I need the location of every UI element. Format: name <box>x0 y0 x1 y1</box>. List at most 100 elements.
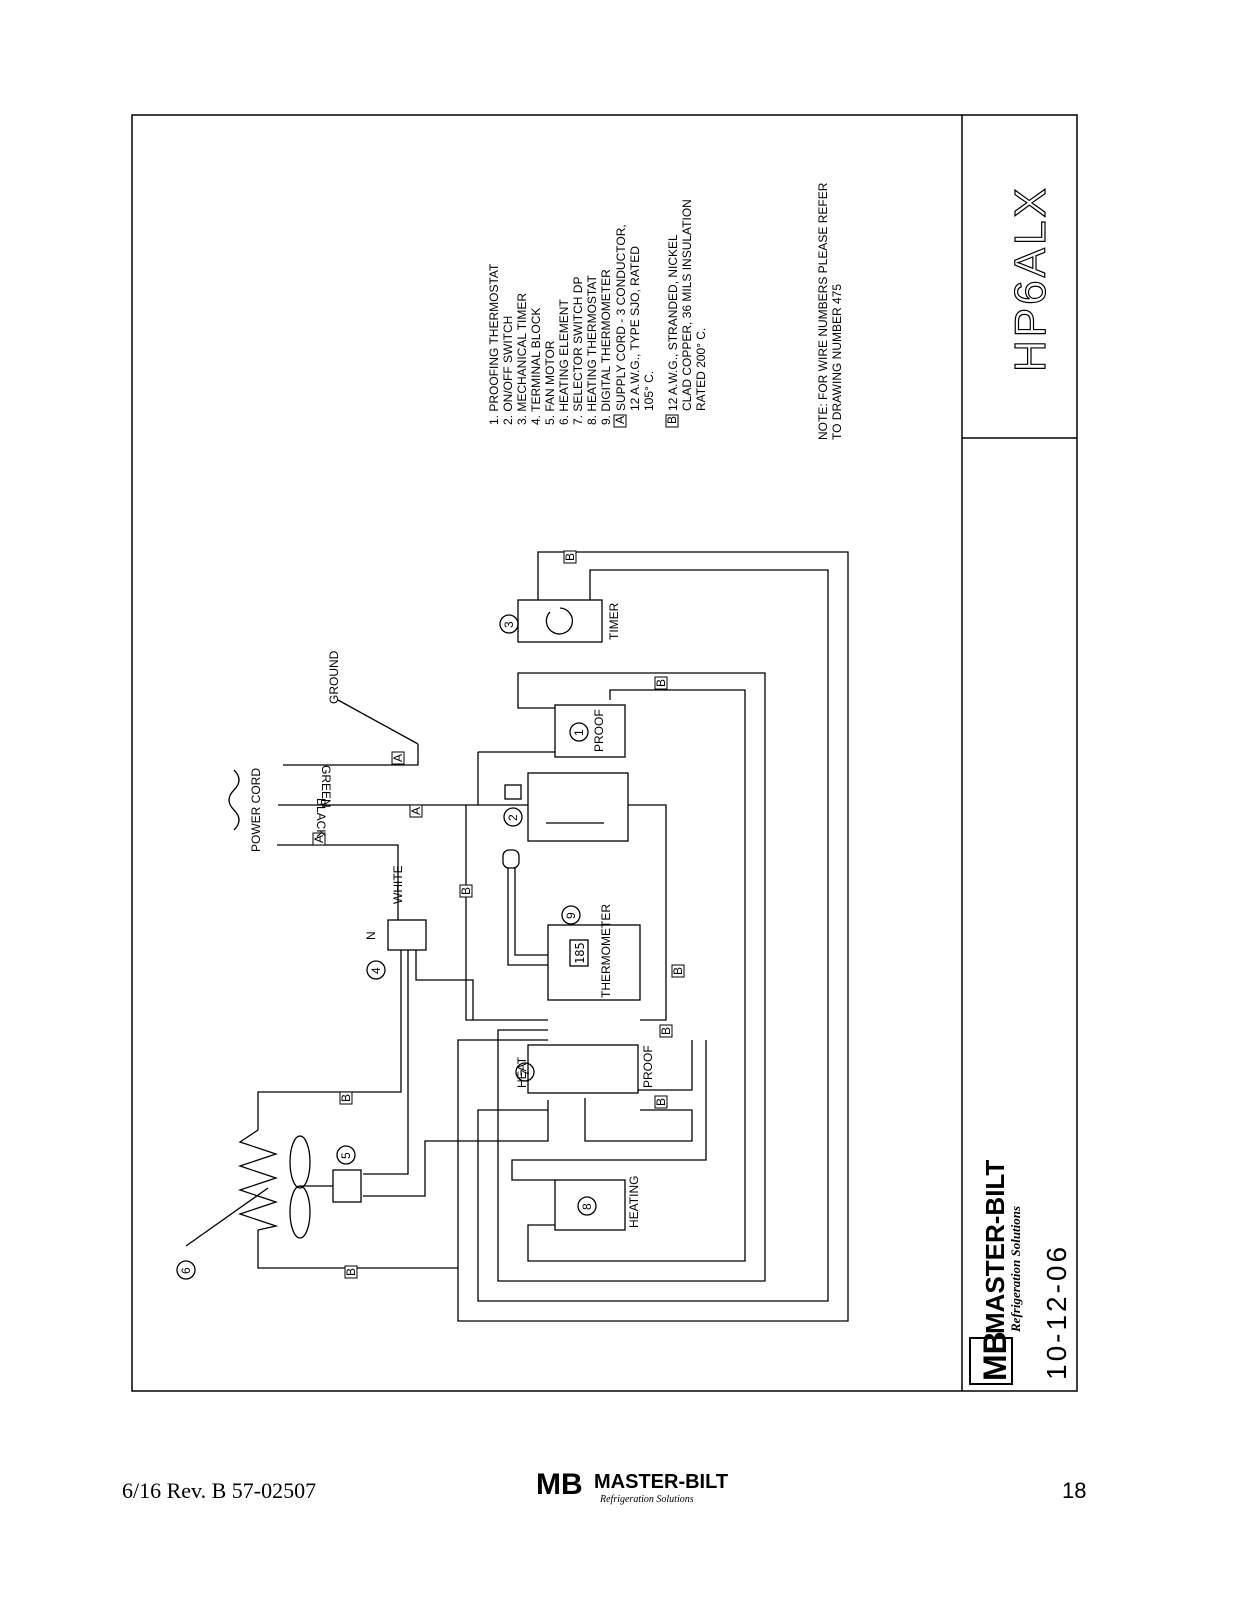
legend-item: 1. PROOFING THERMOSTAT <box>487 263 501 425</box>
tag-a: A <box>312 835 326 843</box>
label-proof: PROOF <box>592 709 606 752</box>
number-circle <box>499 614 519 634</box>
wire-ground <box>337 699 419 745</box>
tag-box <box>409 804 423 818</box>
label-ground: GROUND <box>327 650 341 704</box>
tag-b: B <box>654 679 668 687</box>
logo-brand: MASTER-BILT <box>980 1160 1010 1334</box>
power-cord-symbol <box>228 769 240 831</box>
legend: 1. PROOFING THERMOSTAT 2. ON/OFF SWITCH … <box>487 182 844 440</box>
component-number: 5 <box>339 1152 353 1159</box>
tag-b: B <box>344 1268 358 1276</box>
tag-b: B <box>339 1094 353 1102</box>
number-circle <box>336 1145 356 1165</box>
tag-box <box>312 832 326 846</box>
note-a-line: SUPPLY CORD - 3 CONDUCTOR, <box>614 224 628 411</box>
note-b-key: B <box>665 416 679 424</box>
label-thermometer: THERMOMETER <box>599 904 613 998</box>
footer-logo-initials: MB <box>536 1468 583 1501</box>
note-line: TO DRAWING NUMBER 475 <box>830 284 844 440</box>
component-number: 8 <box>580 1203 594 1210</box>
logo-tagline: Refrigeration Solutions <box>1008 1206 1023 1333</box>
wiring <box>185 551 849 1322</box>
timer-dial <box>545 607 574 635</box>
thermometer-reading: 185 <box>573 942 587 964</box>
legend-item: 6. HEATING ELEMENT <box>557 299 571 425</box>
footer-logo-tagline: Refrigeration Solutions <box>599 1494 694 1505</box>
label-timer: TIMER <box>607 602 621 640</box>
component-labels: POWER CORD GROUND GREEN BLACK WHITE N TI… <box>249 602 655 1228</box>
tag-box <box>659 1024 673 1038</box>
number-circle <box>561 905 581 925</box>
note-line: NOTE: FOR WIRE NUMBERS PLEASE REFER <box>816 182 830 440</box>
label-power-cord: POWER CORD <box>249 768 263 852</box>
wire <box>527 689 746 1262</box>
timer-body <box>517 599 603 643</box>
wire <box>606 804 667 1021</box>
model-number: HP6ALX <box>1006 185 1055 372</box>
tag-box <box>344 1265 358 1279</box>
wire <box>584 1098 693 1142</box>
tag-box <box>671 964 685 978</box>
selector-switch-body <box>527 1044 639 1094</box>
legend-item: 2. ON/OFF SWITCH <box>501 316 515 425</box>
label-white: WHITE <box>391 865 405 904</box>
note-b-box <box>665 414 679 428</box>
component-number: 7 <box>518 1069 532 1076</box>
logo-initials: MB <box>977 1331 1013 1381</box>
fan-blade <box>289 1135 311 1189</box>
tag-box <box>654 676 668 690</box>
wire <box>415 950 474 1020</box>
note-a-box <box>613 414 627 428</box>
component-number: 2 <box>506 814 520 821</box>
label-proof-selector: PROOF <box>641 1045 655 1088</box>
number-circle <box>366 960 386 980</box>
legend-item: 3. MECHANICAL TIMER <box>515 293 529 425</box>
wire <box>257 950 402 1130</box>
switch-indicator <box>504 784 522 800</box>
tag-b: B <box>654 1098 668 1106</box>
wire <box>511 1040 707 1181</box>
legend-item: 7. SELECTOR SWITCH DP <box>571 277 585 425</box>
thermometer-body <box>547 924 641 1001</box>
legend-item: 8. HEATING THERMOSTAT <box>585 275 599 425</box>
tag-box <box>459 884 473 898</box>
component-number: 3 <box>502 621 516 628</box>
note-b-line: 12 A.W.G., STRANDED, NICKEL <box>666 234 680 411</box>
footer-logo-brand: MASTER-BILT <box>594 1471 728 1493</box>
heating-thermostat-body <box>554 1179 626 1231</box>
wire <box>626 1040 693 1091</box>
component-number: 9 <box>564 912 578 919</box>
heating-element-lead <box>185 1187 269 1247</box>
terminal-block-body <box>387 919 427 951</box>
component-number: 1 <box>572 729 586 736</box>
tag-b: B <box>563 553 577 561</box>
drawing-date: 10-12-06 <box>1041 1244 1072 1380</box>
note-b-line: CLAD COPPER, 36 MILS INSULATION <box>680 199 694 411</box>
logo-box <box>969 1337 1013 1385</box>
page-number: 18 <box>1062 1478 1087 1503</box>
tag-b: B <box>671 967 685 975</box>
label-heat: HEAT <box>515 1056 529 1088</box>
wire <box>257 1230 458 1269</box>
wire-tags: B B A A A B B B B B B <box>312 550 685 1279</box>
components <box>289 599 641 1239</box>
component-numbers: 3 1 2 9 4 7 5 8 6 <box>176 614 597 1280</box>
component-number: 6 <box>179 1267 193 1274</box>
number-circle <box>503 807 523 827</box>
tag-a: A <box>409 807 423 815</box>
tag-b: B <box>659 1027 673 1035</box>
fan-motor-body <box>332 1169 362 1203</box>
drawing-border <box>131 114 1078 1392</box>
tag-box <box>339 1091 353 1105</box>
heating-element-coil <box>237 1129 279 1231</box>
footer-revision: 6/16 Rev. B 57-02507 <box>122 1478 317 1503</box>
tag-box <box>654 1095 668 1109</box>
note-b-line: RATED 200° C. <box>694 328 708 411</box>
legend-item: 9. DIGITAL THERMOMETER <box>599 269 613 425</box>
wire <box>497 672 766 1282</box>
number-circle <box>577 1196 597 1216</box>
number-circle <box>176 1260 196 1280</box>
label-green: GREEN <box>319 765 333 808</box>
